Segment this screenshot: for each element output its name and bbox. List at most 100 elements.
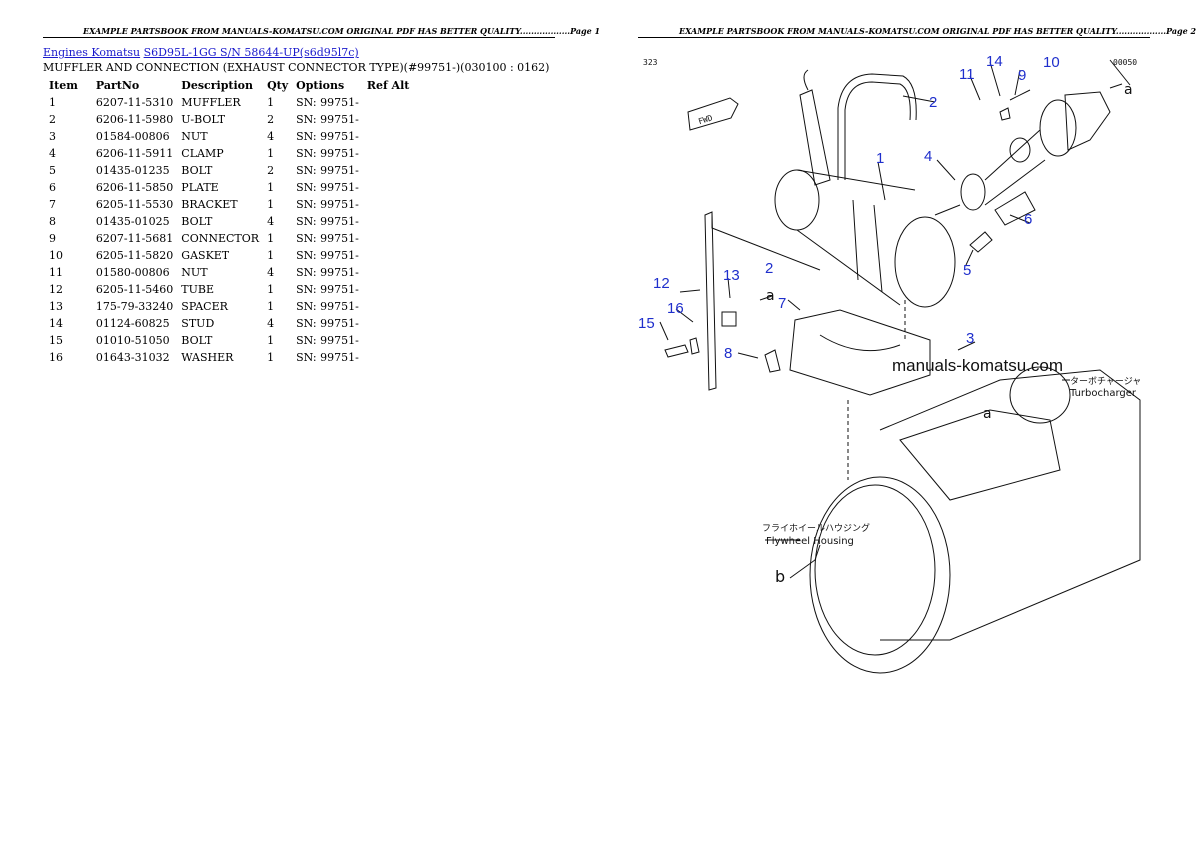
cell-description: GASKET bbox=[181, 249, 230, 262]
cell-description: NUT bbox=[181, 266, 208, 279]
cell-qty: 1 bbox=[267, 249, 275, 262]
callout-16: 16 bbox=[667, 300, 684, 317]
col-header-qty: Qty bbox=[267, 79, 289, 92]
header-divider bbox=[638, 37, 1150, 38]
cell-description: TUBE bbox=[181, 283, 215, 296]
cell-qty: 1 bbox=[267, 181, 275, 194]
col-header-partno: PartNo bbox=[95, 79, 140, 92]
cell-options: SN: 99751- bbox=[296, 198, 359, 211]
callout-2-top: 2 bbox=[929, 94, 937, 111]
callout-5: 5 bbox=[963, 262, 971, 279]
cell-options: SN: 99751- bbox=[296, 181, 359, 194]
turbocharger-label-jp: ターボチャージャ bbox=[1070, 376, 1141, 387]
cell-qty: 1 bbox=[267, 147, 275, 160]
cell-description: BOLT bbox=[181, 164, 213, 177]
cell-qty: 2 bbox=[267, 164, 275, 177]
cell-options: SN: 99751- bbox=[296, 147, 359, 160]
cell-options: SN: 99751- bbox=[296, 164, 359, 177]
col-header-options: Options bbox=[296, 79, 345, 92]
cell-description: STUD bbox=[181, 317, 215, 330]
callout-1: 1 bbox=[876, 150, 884, 167]
callout-6: 6 bbox=[1024, 211, 1032, 228]
cell-item: 11 bbox=[49, 266, 63, 279]
callout-4: 4 bbox=[924, 148, 932, 165]
callout-12: 12 bbox=[653, 275, 670, 292]
cell-partno: 6206-11-5911 bbox=[95, 147, 174, 160]
callout-15: 15 bbox=[638, 315, 655, 332]
callout-2-bottom: 2 bbox=[765, 260, 773, 277]
page-header: EXAMPLE PARTSBOOK FROM MANUALS-KOMATSU.C… bbox=[679, 26, 1196, 36]
breadcrumb: Engines Komatsu S6D95L-1GG S/N 58644-UP(… bbox=[43, 46, 359, 59]
cell-description: U-BOLT bbox=[181, 113, 226, 126]
cell-qty: 4 bbox=[267, 266, 275, 279]
cell-item: 13 bbox=[49, 300, 63, 313]
callout-3: 3 bbox=[966, 330, 974, 347]
watermark: manuals-komatsu.com bbox=[892, 356, 1063, 375]
drawing-code-right: 00050 bbox=[1113, 58, 1137, 67]
cell-options: SN: 99751- bbox=[296, 266, 359, 279]
cell-qty: 2 bbox=[267, 113, 275, 126]
cell-partno: 01584-00806 bbox=[95, 130, 170, 143]
col-header-ref-alt: Ref Alt bbox=[366, 79, 410, 92]
cell-description: NUT bbox=[181, 130, 208, 143]
cell-partno: 01643-31032 bbox=[95, 351, 170, 364]
drawing-code-left: 323 bbox=[643, 58, 658, 67]
section-title: MUFFLER AND CONNECTION (EXHAUST CONNECTO… bbox=[43, 61, 550, 74]
cell-item: 8 bbox=[49, 215, 56, 228]
cell-description: CONNECTOR bbox=[181, 232, 260, 245]
cell-options: SN: 99751- bbox=[296, 351, 359, 364]
callout-13: 13 bbox=[723, 267, 740, 284]
cell-description: SPACER bbox=[181, 300, 228, 313]
ref-b: b bbox=[775, 567, 785, 586]
callout-11: 11 bbox=[959, 66, 975, 83]
callout-9: 9 bbox=[1018, 67, 1026, 84]
cell-qty: 4 bbox=[267, 215, 275, 228]
ref-a-mid: a bbox=[766, 288, 775, 304]
cell-partno: 01124-60825 bbox=[95, 317, 170, 330]
cell-item: 9 bbox=[49, 232, 56, 245]
breadcrumb-link-model[interactable]: S6D95L-1GG S/N 58644-UP(s6d95l7c) bbox=[143, 46, 359, 59]
cell-item: 2 bbox=[49, 113, 56, 126]
ref-a-top: a bbox=[1124, 82, 1133, 98]
col-header-item: Item bbox=[49, 79, 78, 92]
cell-item: 3 bbox=[49, 130, 56, 143]
cell-partno: 6207-11-5310 bbox=[95, 96, 174, 109]
turbocharger-label-en: Turbocharger bbox=[1069, 388, 1137, 399]
col-header-description: Description bbox=[181, 79, 253, 92]
cell-partno: 6205-11-5530 bbox=[95, 198, 174, 211]
cell-qty: 1 bbox=[267, 351, 275, 364]
cell-description: MUFFLER bbox=[181, 96, 241, 109]
fwd-label: FWD bbox=[697, 113, 714, 126]
ref-a-engine: a bbox=[983, 406, 992, 422]
cell-qty: 1 bbox=[267, 283, 275, 296]
cell-description: CLAMP bbox=[181, 147, 224, 160]
callout-7: 7 bbox=[778, 295, 786, 312]
table-header-row: Item PartNo Description Qty Options Ref … bbox=[45, 77, 413, 94]
cell-item: 15 bbox=[49, 334, 63, 347]
cell-partno: 6207-11-5681 bbox=[95, 232, 174, 245]
flywheel-label-en: Flywheel Housing bbox=[766, 536, 854, 547]
cell-partno: 175-79-33240 bbox=[95, 300, 174, 313]
cell-options: SN: 99751- bbox=[296, 317, 359, 330]
cell-qty: 1 bbox=[267, 96, 275, 109]
cell-qty: 1 bbox=[267, 334, 275, 347]
cell-qty: 4 bbox=[267, 130, 275, 143]
cell-item: 14 bbox=[49, 317, 63, 330]
cell-options: SN: 99751- bbox=[296, 249, 359, 262]
breadcrumb-link-engines[interactable]: Engines Komatsu bbox=[43, 46, 141, 59]
cell-partno: 6206-11-5850 bbox=[95, 181, 174, 194]
